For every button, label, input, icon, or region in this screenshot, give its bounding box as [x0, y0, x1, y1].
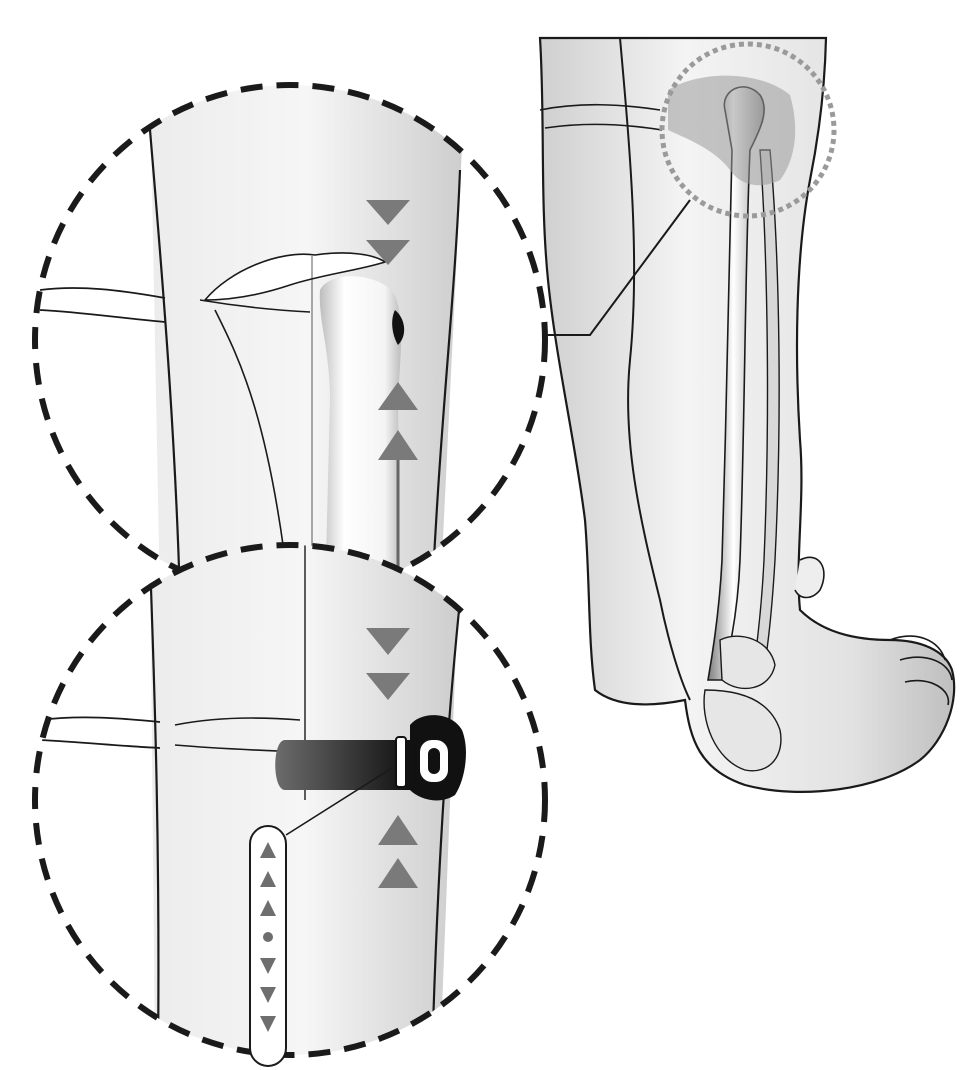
indicator-dot-icon — [263, 932, 273, 942]
leg-side-view — [540, 38, 954, 792]
compression-indicator — [250, 826, 286, 1066]
